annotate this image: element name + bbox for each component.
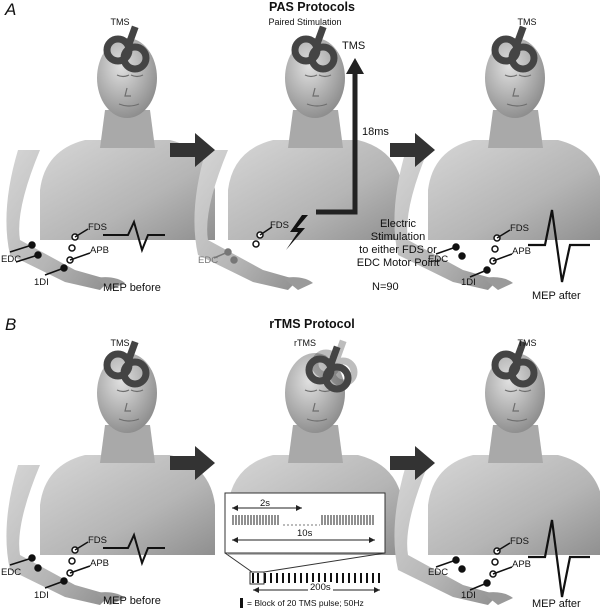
panel-a-right-caption: TMS [517,17,537,27]
panel-b-middle-caption: rTMS [294,338,316,348]
panel-a-left-figure [6,26,216,290]
fdi-label: 1DI [34,590,49,601]
mep-before-trace [103,219,165,254]
stim-text-line: EDC Motor Point [356,257,440,269]
apb-label: APB [90,245,110,256]
legend-text: = Block of 20 TMS pulse; 50Hz [247,598,364,608]
mep-before-label: MEP before [103,595,161,607]
mep-after-trace [528,519,590,598]
mep-before-label: MEP before [103,282,161,294]
mep-after-label: MEP after [532,290,581,302]
fds-label: FDS [510,536,529,547]
apb-label: APB [512,246,532,257]
mep-after-trace [528,209,590,283]
apb-label: APB [512,559,532,570]
fds-label: FDS [88,535,107,546]
mep-after-label: MEP after [532,598,581,610]
fdi-label: 1DI [461,590,476,601]
inset-10s-label: 10s [297,528,313,539]
stim-text: Electric Stimulation to either FDS or ED… [338,218,458,270]
arrow-icon [390,133,435,167]
panel-b-letter: B [5,315,17,334]
edc-label: EDC [1,567,22,578]
inset-2s-label: 2s [260,498,271,509]
pairing-path [316,72,358,215]
arrow-up-icon [346,58,364,74]
arrow-icon [170,446,215,480]
delay-label: 18ms [362,126,389,138]
panel-a-letter: A [5,0,17,19]
stim-text-line: Stimulation [370,231,426,243]
tms-label: TMS [342,40,366,52]
panel-b-title: rTMS Protocol [269,317,355,331]
edc-label: EDC [198,255,219,266]
panel-b-left-caption: TMS [110,338,130,348]
panel-a-left-caption: TMS [110,17,130,27]
fds-label: FDS [270,220,289,231]
panel-b-right-caption: TMS [517,338,537,348]
stim-text-line: Electric [379,218,417,230]
panel-a-middle-caption: Paired Stimulation [268,17,342,27]
train-200s-label: 200s [308,582,333,593]
edc-label: EDC [428,254,449,265]
edc-label: EDC [1,254,22,265]
arrow-icon [170,133,215,167]
pulse-block [321,515,374,525]
pulse-block [232,515,279,525]
legend-block-icon [240,598,243,608]
fdi-label: 1DI [34,277,49,288]
panel-a-title: PAS Protocols [269,0,355,14]
stim-text-line: to either FDS or [359,244,437,256]
pulse-train [252,573,380,583]
n-label: N=90 [372,281,399,293]
rtms-inset [224,492,386,554]
fds-label: FDS [88,222,107,233]
arrow-icon [390,446,435,480]
fdi-label: 1DI [461,277,476,288]
apb-label: APB [90,558,110,569]
fds-label: FDS [510,223,529,234]
edc-label: EDC [428,567,449,578]
mep-before-trace [103,532,165,567]
